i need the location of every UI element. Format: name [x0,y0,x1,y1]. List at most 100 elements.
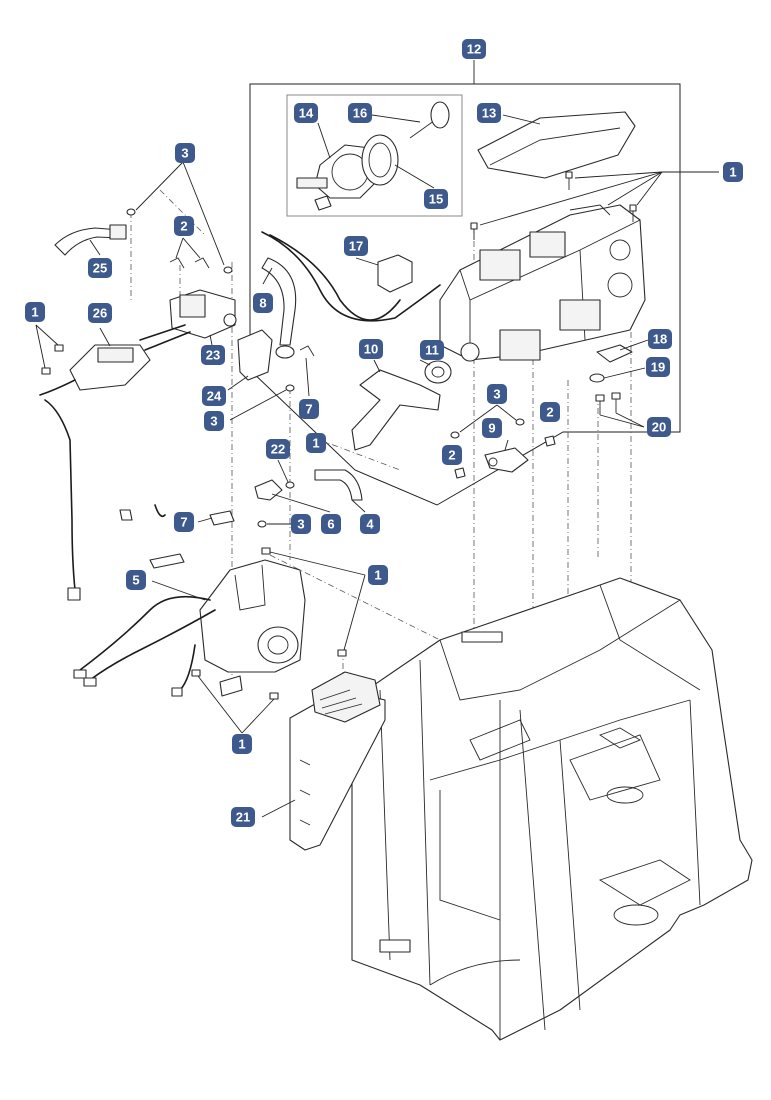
callout-badge [175,143,195,163]
callout-number: 7 [305,402,312,417]
callout-badge [647,417,671,437]
callout-number: 2 [448,448,455,463]
part-21-pcb [261,671,386,851]
callout-3: 3 [291,514,311,534]
part-8-tube [261,257,297,359]
callout-badge [424,189,448,209]
callout-badge [482,418,502,438]
callout-3: 3 [175,143,195,163]
callout-number: 16 [353,106,367,121]
callout-badge [291,514,311,534]
callout-badge [344,236,368,256]
callout-badge [294,103,318,123]
callout-14: 14 [294,103,318,123]
callout-26: 26 [88,303,112,323]
callout-badge [126,570,146,590]
part-17-sensor [261,231,441,322]
callout-1: 1 [368,565,388,585]
callout-3: 3 [487,384,507,404]
callout-16: 16 [348,103,372,123]
callout-9: 9 [482,418,502,438]
callout-number: 2 [546,405,553,420]
callout-number: 9 [488,421,495,436]
callout-25: 25 [88,258,112,278]
callout-2: 2 [540,402,560,422]
callout-4: 4 [360,514,380,534]
callout-badge [88,258,112,278]
callout-badge [368,565,388,585]
callout-1: 1 [723,162,743,182]
callout-badge [360,514,380,534]
callout-badge [359,339,383,359]
callout-number: 5 [132,573,139,588]
callout-badge [442,445,462,465]
callout-2: 2 [174,216,194,236]
callout-badge [25,302,45,322]
main-chassis-housing [351,577,753,1041]
callout-badge [477,103,501,123]
callout-1: 1 [232,734,252,754]
small-fasteners [126,161,315,421]
callout-badge [201,345,225,365]
part-14-15-16-piston [296,101,450,211]
part-24-bracket [227,329,273,391]
callout-5: 5 [126,570,146,590]
callout-badge [487,384,507,404]
callout-number: 1 [374,568,381,583]
callout-badge [462,39,486,59]
brew-unit-assembly [439,204,646,362]
parts-18-19-20 [589,339,649,428]
callout-badge [266,439,290,459]
callout-23: 23 [201,345,225,365]
callout-6: 6 [321,514,341,534]
callout-1: 1 [306,433,326,453]
part-23-pump [169,289,237,346]
callout-3: 3 [204,411,224,431]
screws-top-right [470,171,719,240]
callout-number: 10 [364,342,378,357]
callout-badge [232,734,252,754]
callout-number: 8 [259,296,266,311]
callout-badge [299,399,319,419]
callout-number: 26 [93,306,107,321]
callout-number: 13 [482,106,496,121]
part-7-terminals [119,504,235,569]
callout-badge [88,303,112,323]
callout-7: 7 [299,399,319,419]
screws-lower [191,547,366,734]
callout-number: 19 [651,360,665,375]
callout-21: 21 [231,807,255,827]
callout-number: 1 [312,436,319,451]
callout-number: 18 [653,332,667,347]
callout-15: 15 [424,189,448,209]
callout-13: 13 [477,103,501,123]
part-9-switch [450,404,556,479]
callout-number: 25 [93,261,107,276]
callout-1: 1 [25,302,45,322]
callout-11: 11 [420,340,444,360]
callout-badge [306,433,326,453]
part-25-hose [54,224,127,256]
callout-12: 12 [462,39,486,59]
callout-number: 1 [238,737,245,752]
parts-4-6-22 [254,459,366,528]
callout-10: 10 [359,339,383,359]
callout-18: 18 [648,329,672,349]
part-10-lever [351,359,441,451]
callout-badge [174,512,194,532]
callout-badge [540,402,560,422]
callout-badge [648,329,672,349]
callout-badge [646,357,670,377]
callout-number: 1 [31,305,38,320]
callout-7: 7 [174,512,194,532]
callout-number: 3 [210,414,217,429]
callout-number: 3 [297,517,304,532]
callout-number: 22 [271,442,285,457]
callout-badge [202,386,226,406]
callout-number: 4 [366,517,374,532]
callout-number: 1 [729,165,736,180]
callout-number: 14 [299,106,314,121]
callout-number: 7 [180,515,187,530]
callout-8: 8 [253,293,273,313]
